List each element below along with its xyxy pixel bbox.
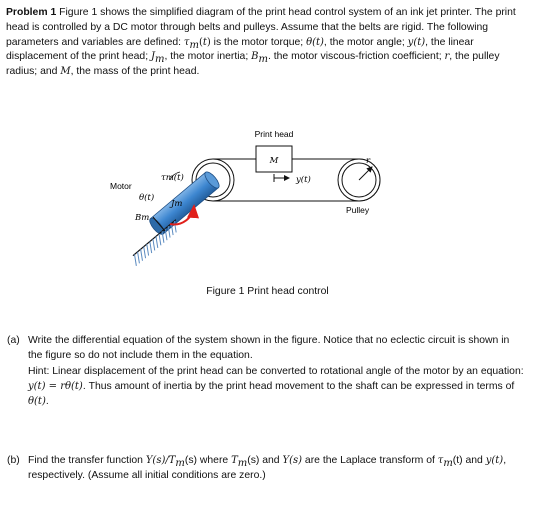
transfer-function: Y(s)/T — [145, 455, 176, 466]
tau-symbol: τ — [183, 36, 190, 48]
friction-link — [152, 216, 166, 232]
motor-label: Motor — [110, 181, 132, 191]
theta-label: θ(t) — [139, 192, 154, 203]
jm-label: Jm — [169, 199, 182, 209]
theta-pointer — [169, 171, 181, 181]
print-head — [255, 145, 293, 173]
hint-equation: y(t) = rθ(t) — [28, 380, 83, 392]
pulley-radius — [358, 166, 373, 181]
mass-label: M — [269, 156, 279, 166]
question-b: (b) Find the transfer function Y(s)/Tm(s… — [7, 455, 507, 482]
ground-hatch — [132, 219, 177, 266]
print-head-diagram: r M Print head y(t) — [110, 129, 381, 266]
question-a: (a) Write the differential equation of t… — [7, 335, 524, 408]
bm-label: Bm — [134, 213, 149, 223]
figure-caption: Figure 1 Print head control — [206, 286, 329, 297]
y-label: y(t) — [295, 174, 311, 185]
pulley-radius-label: r — [366, 156, 371, 166]
problem-statement: Problem 1 Figure 1 shows the simplified … — [6, 7, 516, 78]
torque-arrow — [169, 204, 200, 226]
tau-label: τm(t) — [161, 172, 184, 183]
pulley-label: Pulley — [346, 205, 370, 215]
print-head-label: Print head — [255, 129, 294, 139]
intro-text: Figure 1 shows the simplified diagram of… — [6, 7, 516, 48]
question-b-label: (b) — [7, 455, 20, 466]
question-a-label: (a) — [7, 335, 20, 346]
problem-label: Problem 1 — [6, 7, 57, 18]
motor-shaft — [149, 171, 220, 235]
